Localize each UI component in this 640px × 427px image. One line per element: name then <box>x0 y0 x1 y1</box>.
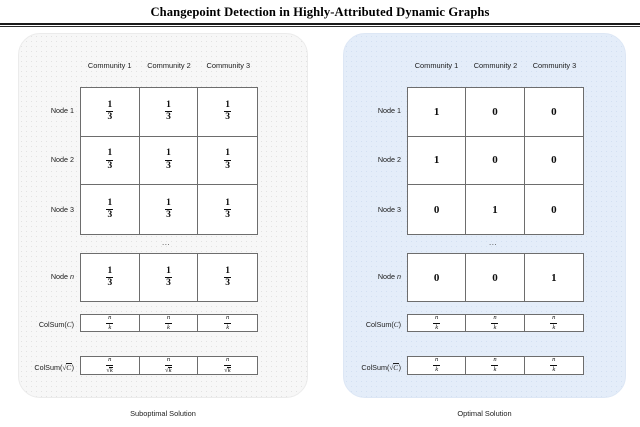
left-colsum-sqrt-c-cell-1: n√k <box>81 356 140 375</box>
right-cell-rn-c1: 0 <box>408 254 467 301</box>
title-divider <box>0 23 640 25</box>
right-column-headers: Community 1 Community 2 Community 3 <box>407 61 584 70</box>
right-cell-r1c3: 0 <box>524 88 583 137</box>
left-row-label-node-n: Node n <box>50 272 74 281</box>
right-cell-r2c2: 0 <box>466 136 525 186</box>
title-divider-secondary <box>0 26 640 27</box>
right-column-header-3: Community 3 <box>532 61 577 70</box>
left-row-label-node-3: Node 3 <box>50 205 74 214</box>
right-column-header-2: Community 2 <box>473 61 518 70</box>
right-cell-r1c2: 0 <box>466 88 525 137</box>
right-column-header-1: Community 1 <box>414 61 459 70</box>
right-row-ellipsis: ... <box>489 238 498 247</box>
left-column-header-3: Community 3 <box>206 61 251 70</box>
right-row-label-node-3: Node 3 <box>377 205 401 214</box>
right-cell-rn-c2: 0 <box>466 254 525 301</box>
right-colsum-c-label: ColSum(C) <box>365 320 401 329</box>
right-cell-r3c3: 0 <box>524 185 583 234</box>
left-colsum-sqrt-c-cell-2: n√k <box>139 356 199 375</box>
right-row-label-node-n: Node n <box>377 272 401 281</box>
right-row-label-node-2: Node 2 <box>377 155 401 164</box>
left-row-label-node-1: Node 1 <box>50 106 74 115</box>
left-row-label-node-2: Node 2 <box>50 155 74 164</box>
left-colsum-c-label: ColSum(C) <box>38 320 74 329</box>
right-matrix-top: 1 0 0 1 0 0 0 1 0 <box>407 87 584 235</box>
page-title: Changepoint Detection in Highly-Attribut… <box>150 4 490 19</box>
left-column-headers: Community 1 Community 2 Community 3 <box>80 61 258 70</box>
right-cell-r3c1: 0 <box>408 185 467 234</box>
left-colsum-sqrt-c-bar: n√k n√k n√k <box>80 356 258 375</box>
left-row-ellipsis: ... <box>162 238 171 247</box>
left-panel-caption: Suboptimal Solution <box>130 409 196 418</box>
left-colsum-sqrt-c-cell-3: n√k <box>198 356 257 375</box>
figure-title-bar: Changepoint Detection in Highly-Attribut… <box>0 0 640 24</box>
right-cell-r1c1: 1 <box>408 88 467 137</box>
right-colsum-sqrt-c-label: ColSum(√C) <box>361 363 401 372</box>
left-column-header-2: Community 2 <box>147 61 191 70</box>
right-row-label-node-1: Node 1 <box>377 106 401 115</box>
right-cell-r2c1: 1 <box>408 136 467 186</box>
left-column-header-1: Community 1 <box>87 61 132 70</box>
right-cell-r2c3: 0 <box>524 136 583 186</box>
right-cell-r3c2: 1 <box>466 185 525 234</box>
left-colsum-sqrt-c-label: ColSum(√C) <box>34 363 74 372</box>
right-matrix-bottom: 0 0 1 <box>407 253 584 302</box>
right-panel-caption: Optimal Solution <box>457 409 512 418</box>
right-cell-rn-c3: 1 <box>524 254 583 301</box>
